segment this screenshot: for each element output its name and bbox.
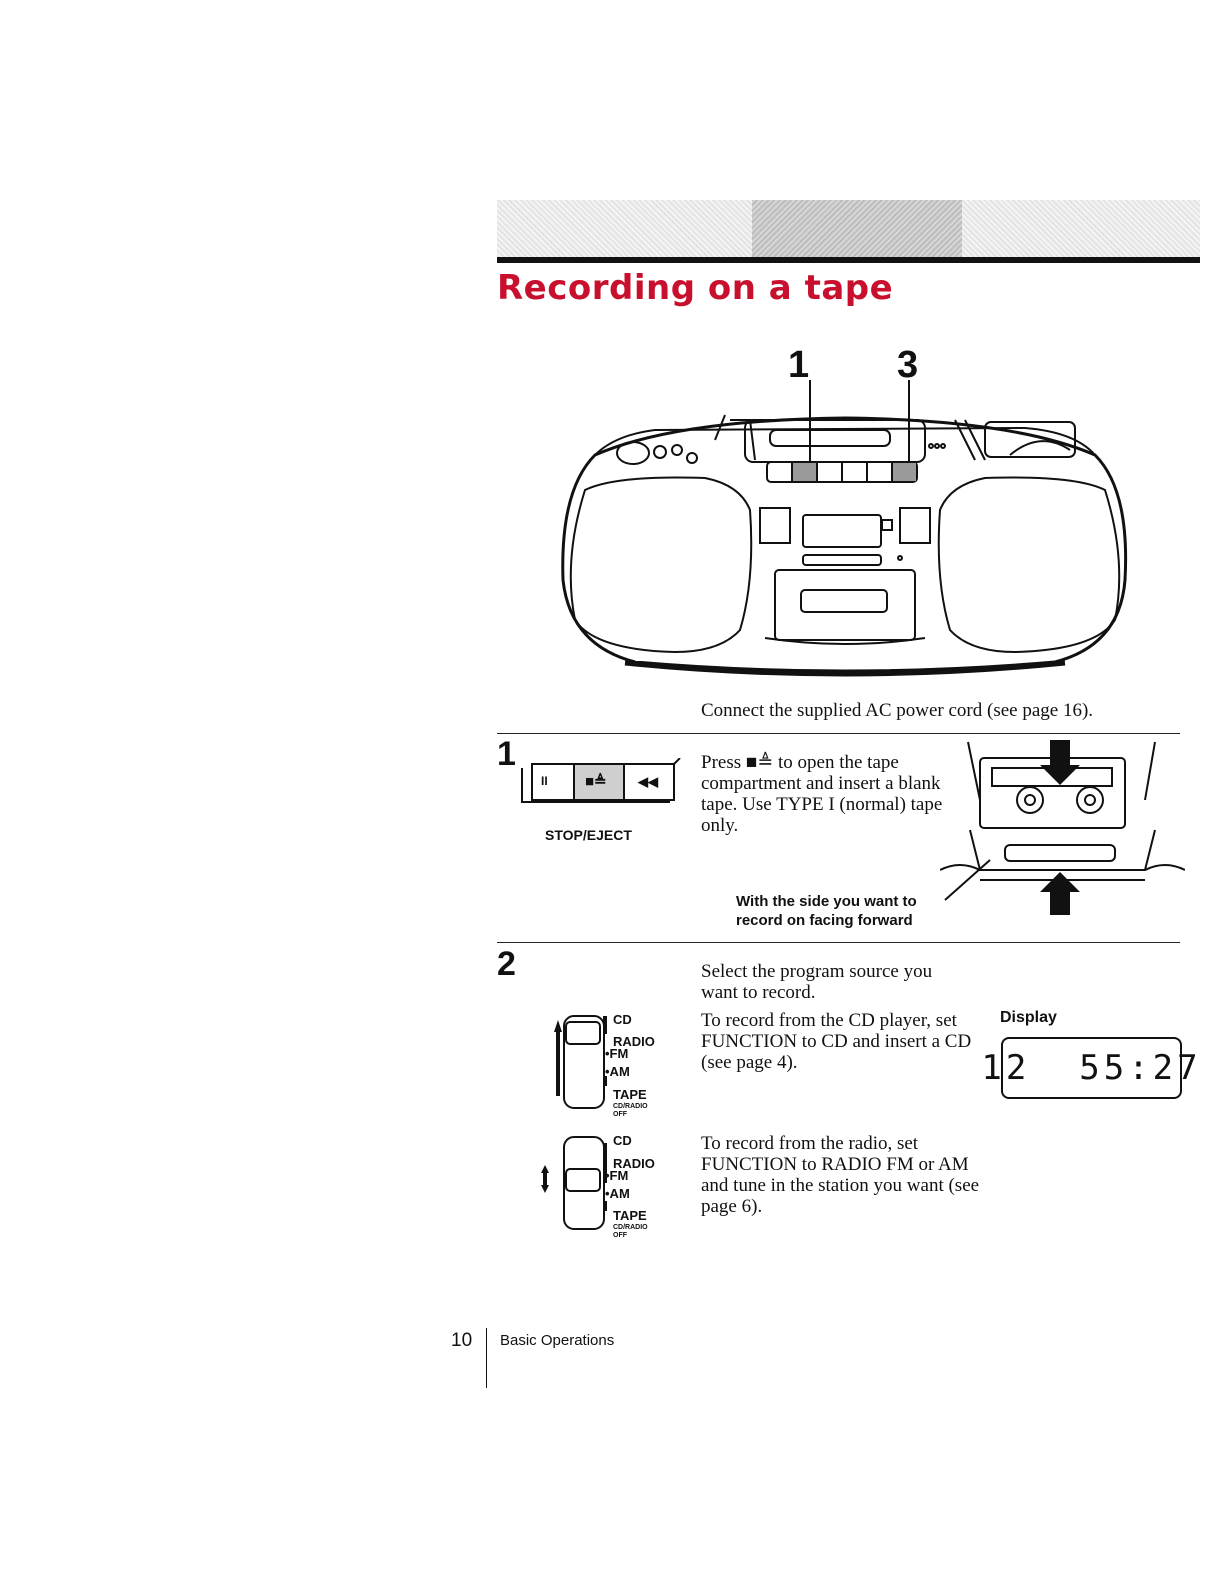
switch-label-am: •AM (605, 1186, 630, 1201)
switch-label-radio: RADIO (613, 1034, 655, 1049)
page-number: 10 (451, 1330, 473, 1351)
footer-divider (486, 1328, 487, 1388)
figure-callout-3: 3 (897, 344, 919, 386)
cassette-compartment-illustration (940, 740, 1185, 915)
function-switch-cd-illustration (554, 1015, 607, 1109)
step-2-number: 2 (497, 945, 516, 983)
switch-label-tape: TAPE (613, 1208, 647, 1223)
figure-callout-1: 1 (788, 344, 810, 386)
switch-label-off-line2: OFF (613, 1232, 627, 1239)
switch-label-off-line1: CD/RADIO (613, 1224, 648, 1231)
step-2-radio-text: To record from the radio, set FUNCTION t… (701, 1133, 980, 1217)
switch-label-off-line2: OFF (613, 1111, 627, 1118)
section-name: Basic Operations (500, 1332, 615, 1349)
button-strip-illustration (521, 758, 681, 803)
divider (497, 733, 1180, 734)
step-1-caption-line2: record on facing forward (736, 912, 913, 929)
switch-label-cd: CD (613, 1012, 632, 1027)
step-1-text: Press ■≜ to open the tape compartment an… (701, 752, 943, 836)
switch-label-fm: •FM (605, 1168, 629, 1183)
step-2-intro-text: Select the program source you want to re… (701, 961, 933, 1003)
display-panel: 12 55:27 (981, 1037, 1198, 1099)
pause-button[interactable]: II (541, 774, 548, 788)
switch-label-tape: TAPE (613, 1087, 647, 1102)
cd-radio-cassette-illustration (561, 380, 1128, 677)
page-title: Recording on a tape (497, 268, 894, 308)
switch-label-radio: RADIO (613, 1156, 655, 1171)
switch-label-fm: •FM (605, 1046, 629, 1061)
intro-text: Connect the supplied AC power cord (see … (701, 700, 1094, 721)
section-banner (497, 200, 1200, 263)
switch-label-am: •AM (605, 1064, 630, 1079)
step-1-number: 1 (497, 735, 516, 773)
display-label: Display (1000, 1009, 1057, 1026)
step-1-caption-line1: With the side you want to (736, 893, 917, 910)
switch-label-off-line1: CD/RADIO (613, 1103, 648, 1110)
stop-eject-button[interactable]: ■≜ (585, 773, 607, 790)
display-value: 12 55:27 (981, 1048, 1202, 1088)
step-2-cd-text: To record from the CD player, set FUNCTI… (701, 1010, 972, 1073)
switch-label-cd: CD (613, 1133, 632, 1148)
function-switch-radio-illustration (541, 1136, 607, 1230)
rewind-button[interactable]: ◀◀ (638, 774, 658, 789)
stop-eject-label: STOP/EJECT (545, 827, 632, 843)
divider (497, 942, 1180, 943)
